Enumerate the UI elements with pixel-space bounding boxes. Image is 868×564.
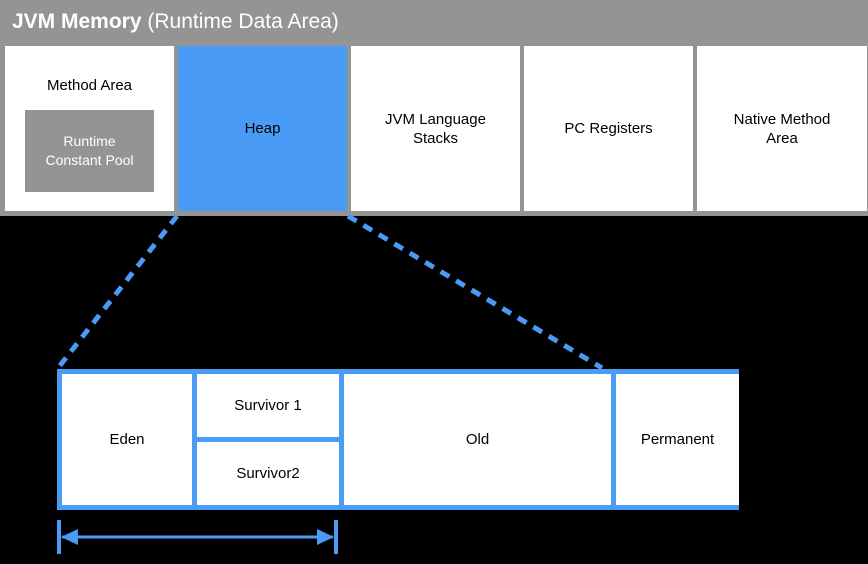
dimension-arrowhead-right xyxy=(317,529,334,545)
title-strong: JVM Memory xyxy=(12,10,142,33)
heap-region-permanent-label: Permanent xyxy=(640,431,715,448)
heap-region-survivor-2-label: Survivor2 xyxy=(236,465,300,482)
runtime-constant-pool-line1: Runtime xyxy=(63,133,116,149)
heap-detail-panel: Eden Survivor 1 Survivor2 Old Permanent xyxy=(57,369,739,510)
region-pc-registers[interactable]: PC Registers xyxy=(524,46,693,211)
region-jvm-language-stacks[interactable]: JVM Language Stacks xyxy=(351,46,520,211)
jvm-memory-title: JVM Memory (Runtime Data Area) xyxy=(12,5,339,39)
region-native-method-area-line2: Area xyxy=(766,129,798,147)
heap-region-permanent[interactable]: Permanent xyxy=(616,374,739,505)
heap-region-survivors-group: Survivor 1 Survivor2 xyxy=(197,374,339,505)
region-native-method-area-line1: Native Method xyxy=(733,110,831,128)
region-runtime-constant-pool[interactable]: Runtime Constant Pool xyxy=(25,110,154,192)
region-heap-label: Heap xyxy=(244,120,281,137)
region-native-method-area[interactable]: Native Method Area xyxy=(697,46,867,211)
heap-region-survivor-1-label: Survivor 1 xyxy=(234,397,302,414)
heap-region-old-label: Old xyxy=(465,431,490,448)
title-light: (Runtime Data Area) xyxy=(141,10,339,33)
young-generation-dimension-arrow xyxy=(57,520,338,554)
heap-region-survivor-1[interactable]: Survivor 1 xyxy=(197,374,339,437)
connector-line-left xyxy=(56,214,179,370)
region-heap[interactable]: Heap xyxy=(178,46,347,211)
region-jvm-language-stacks-line1: JVM Language xyxy=(385,110,486,128)
jvm-memory-panel: JVM Memory (Runtime Data Area) Method Ar… xyxy=(0,0,868,216)
jvm-region-row: Method Area Runtime Constant Pool Heap J… xyxy=(5,46,867,211)
region-pc-registers-label: PC Registers xyxy=(564,120,653,137)
heap-region-survivor-2[interactable]: Survivor2 xyxy=(197,442,339,505)
heap-region-eden-label: Eden xyxy=(109,431,145,448)
region-jvm-language-stacks-line2: Stacks xyxy=(412,129,458,147)
region-method-area[interactable]: Method Area Runtime Constant Pool xyxy=(5,46,174,211)
heap-region-eden[interactable]: Eden xyxy=(62,374,192,505)
heap-region-old[interactable]: Old xyxy=(344,374,611,505)
runtime-constant-pool-line2: Constant Pool xyxy=(45,152,134,168)
connector-line-right xyxy=(346,213,604,371)
region-method-area-label: Method Area xyxy=(46,77,133,94)
dimension-arrowhead-left xyxy=(61,529,78,545)
